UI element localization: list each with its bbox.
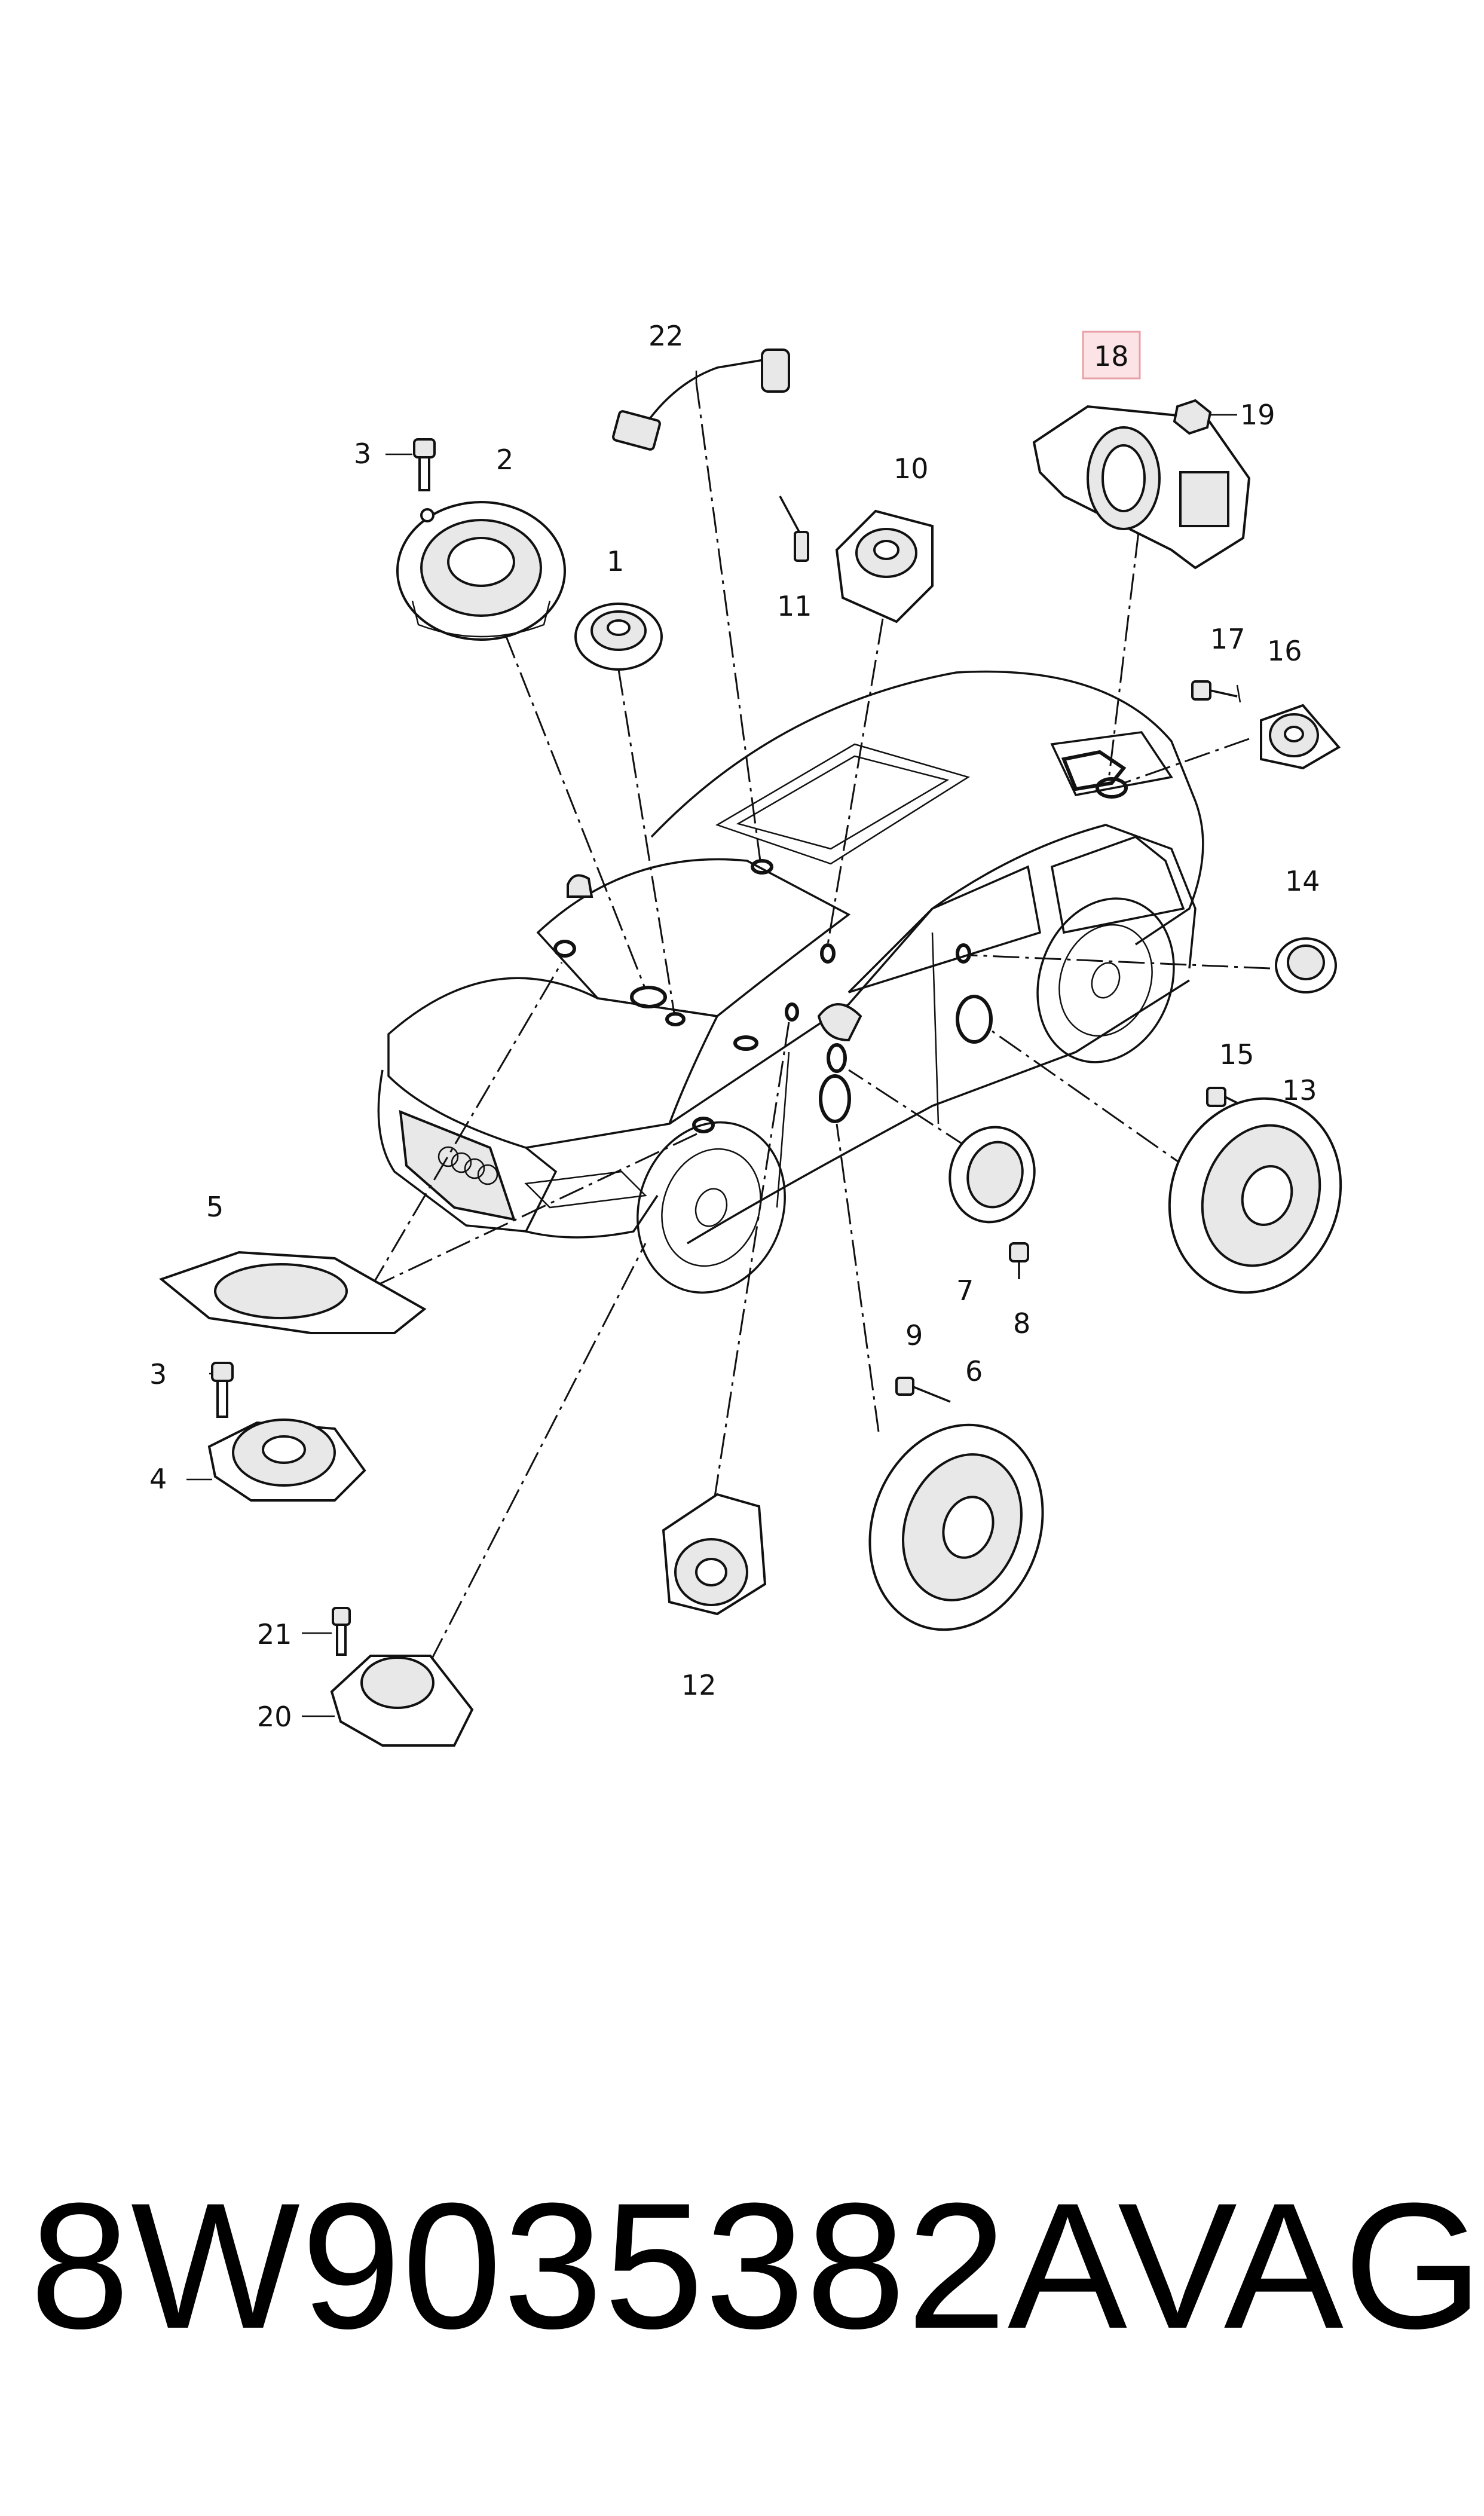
part-22-cable [612, 348, 790, 451]
part-21-screw [332, 1607, 351, 1656]
audi-logo [437, 1146, 498, 1185]
callout-5: 5 [206, 1191, 224, 1223]
part-11-pin [779, 496, 809, 562]
part-2-speaker [396, 501, 566, 641]
callout-20: 20 [257, 1701, 292, 1733]
part-13-woofer [1168, 1097, 1342, 1294]
callout-10: 10 [894, 453, 929, 485]
callout-3-bottom: 3 [149, 1358, 167, 1390]
front-wheel [637, 1121, 786, 1294]
callout-7: 7 [956, 1274, 974, 1307]
part-3-bolt-top [413, 438, 436, 491]
part-3-bolt-bottom [211, 1362, 234, 1418]
callout-labels: 1 2 3 22 10 11 18 19 17 16 14 15 13 7 8 … [149, 320, 1320, 1733]
callout-13: 13 [1282, 1074, 1317, 1106]
part-6-woofer [868, 1423, 1044, 1631]
callout-11: 11 [777, 590, 812, 622]
part-16-tweeter [1260, 704, 1341, 770]
leader-lines [186, 382, 1271, 1717]
callout-9: 9 [905, 1319, 923, 1352]
part-18-subwoofer [1032, 405, 1251, 570]
car-body [377, 670, 1204, 1294]
part-number: 8W9035382A [30, 2165, 1129, 2366]
part-5-grille [158, 1251, 427, 1334]
callout-3: 3 [354, 438, 371, 470]
callout-12: 12 [681, 1669, 717, 1701]
callout-22: 22 [648, 320, 684, 352]
rear-wheel [1036, 897, 1175, 1063]
part-20-speaker [330, 1655, 474, 1747]
part-7-midrange [948, 1126, 1036, 1224]
part-17-bolt [1191, 680, 1238, 701]
callout-16: 16 [1267, 635, 1302, 667]
part-9-screw [895, 1377, 951, 1403]
callout-18: 18 [1094, 340, 1129, 372]
part-8-screw [1009, 1242, 1029, 1279]
part-12-speaker [662, 1493, 767, 1616]
mounting-markers [553, 750, 1128, 1133]
callout-15: 15 [1219, 1038, 1254, 1071]
callout-8: 8 [1013, 1307, 1030, 1340]
part-1-tweeter [574, 603, 663, 671]
callout-2: 2 [496, 444, 513, 476]
callout-14: 14 [1285, 865, 1320, 897]
part-4-speaker [207, 1419, 366, 1502]
highlight-box-18 [1082, 331, 1141, 380]
brand-name: VAG [1118, 2165, 1483, 2366]
callout-4: 4 [149, 1463, 167, 1495]
callout-21: 21 [257, 1618, 292, 1650]
part-19-nut [1173, 399, 1212, 435]
part-10-tweeter-module [835, 509, 934, 623]
callout-19: 19 [1240, 399, 1275, 431]
footer: 8W9035382A VAG [0, 2176, 1484, 2355]
callout-6: 6 [965, 1355, 983, 1387]
callout-1: 1 [607, 545, 624, 577]
callout-17: 17 [1210, 623, 1246, 655]
part-14-tweeter [1275, 937, 1337, 993]
